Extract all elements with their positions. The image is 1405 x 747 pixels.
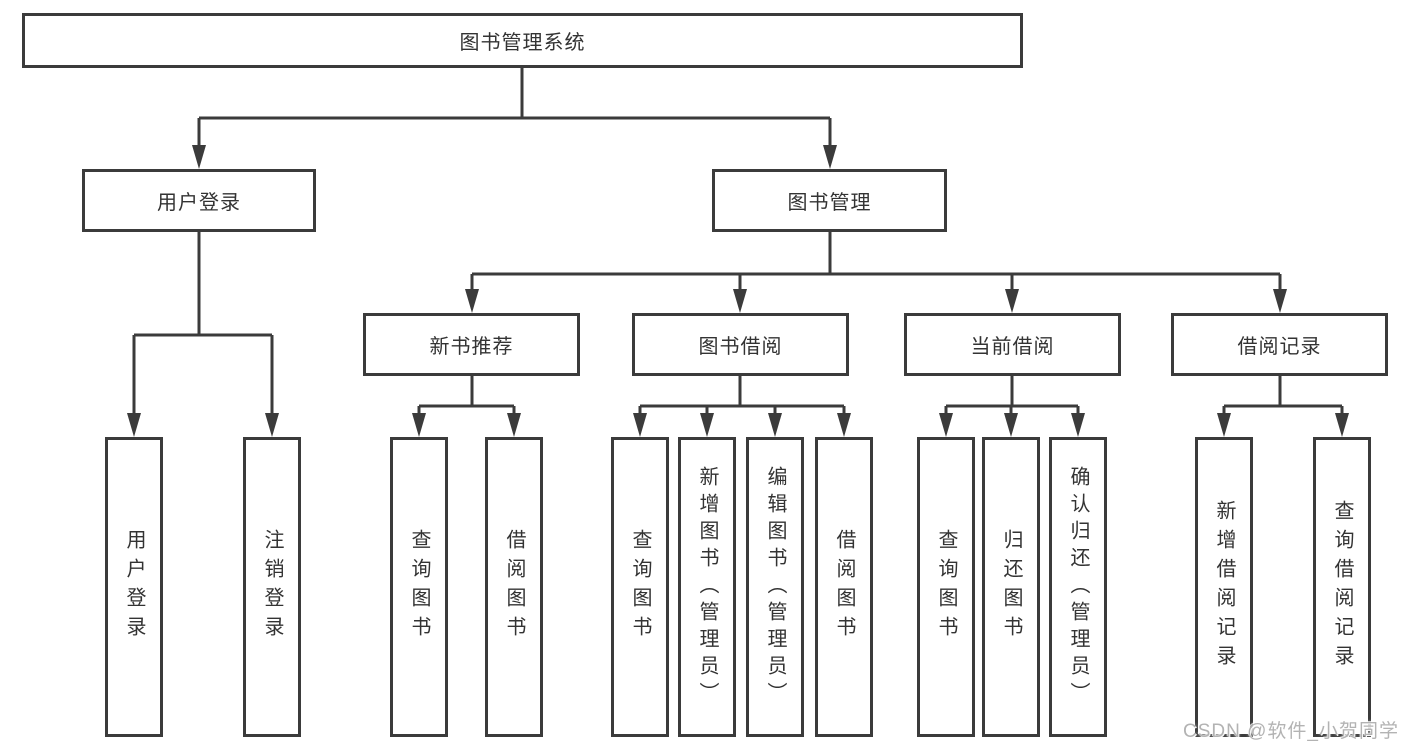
node-book-borrowing: 图书借阅 — [632, 313, 849, 376]
leaf-cb-confirm-return-admin: 确认归还（管理员） — [1049, 437, 1107, 737]
leaf-label: 用户登录 — [123, 529, 145, 645]
arrowhead-icon — [837, 413, 851, 437]
arrowhead-icon — [768, 413, 782, 437]
leaf-bb-add-book-admin: 新增图书（管理员） — [678, 437, 736, 737]
node-book-management: 图书管理 — [712, 169, 947, 232]
arrowheads — [127, 145, 1349, 437]
leaf-label: 注销登录 — [261, 529, 283, 645]
leaf-label: 新增图书（管理员） — [696, 465, 718, 709]
node-user-login: 用户登录 — [82, 169, 316, 232]
leaf-label: 归还图书 — [1000, 529, 1022, 645]
leaf-label: 借阅图书 — [503, 529, 525, 645]
leaf-label: 查询图书 — [408, 529, 430, 645]
arrowhead-icon — [823, 145, 837, 169]
watermark: CSDN @软件_小贺同学 — [1183, 721, 1399, 742]
arrowhead-icon — [633, 413, 647, 437]
leaf-nbr-query-book: 查询图书 — [390, 437, 448, 737]
leaf-label: 确认归还（管理员） — [1067, 465, 1089, 709]
arrowhead-icon — [412, 413, 426, 437]
leaf-logout: 注销登录 — [243, 437, 301, 737]
arrowhead-icon — [265, 413, 279, 437]
node-new-book-recommend: 新书推荐 — [363, 313, 580, 376]
node-root: 图书管理系统 — [22, 13, 1023, 68]
node-borrowing-records: 借阅记录 — [1171, 313, 1388, 376]
leaf-label: 借阅图书 — [833, 529, 855, 645]
node-current-borrowing: 当前借阅 — [904, 313, 1121, 376]
leaf-label: 新增借阅记录 — [1213, 500, 1235, 674]
leaf-bb-borrow-book: 借阅图书 — [815, 437, 873, 737]
arrowhead-icon — [1004, 413, 1018, 437]
arrowhead-icon — [1335, 413, 1349, 437]
arrowhead-icon — [465, 289, 479, 313]
arrowhead-icon — [939, 413, 953, 437]
arrowhead-icon — [700, 413, 714, 437]
leaf-cb-return-book: 归还图书 — [982, 437, 1040, 737]
leaf-br-add-record: 新增借阅记录 — [1195, 437, 1253, 737]
leaf-nbr-borrow-book: 借阅图书 — [485, 437, 543, 737]
leaf-label: 查询图书 — [935, 529, 957, 645]
leaf-bb-edit-book-admin: 编辑图书（管理员） — [746, 437, 804, 737]
leaf-cb-query-book: 查询图书 — [917, 437, 975, 737]
arrowhead-icon — [1005, 289, 1019, 313]
arrowhead-icon — [507, 413, 521, 437]
arrowhead-icon — [1071, 413, 1085, 437]
leaf-bb-query-book: 查询图书 — [611, 437, 669, 737]
arrowhead-icon — [127, 413, 141, 437]
leaf-label: 编辑图书（管理员） — [764, 465, 786, 709]
leaf-label: 查询借阅记录 — [1331, 500, 1353, 674]
leaf-user-login: 用户登录 — [105, 437, 163, 737]
arrowhead-icon — [192, 145, 206, 169]
leaf-br-query-record: 查询借阅记录 — [1313, 437, 1371, 737]
arrowhead-icon — [733, 289, 747, 313]
leaf-label: 查询图书 — [629, 529, 651, 645]
arrowhead-icon — [1217, 413, 1231, 437]
arrowhead-icon — [1273, 289, 1287, 313]
